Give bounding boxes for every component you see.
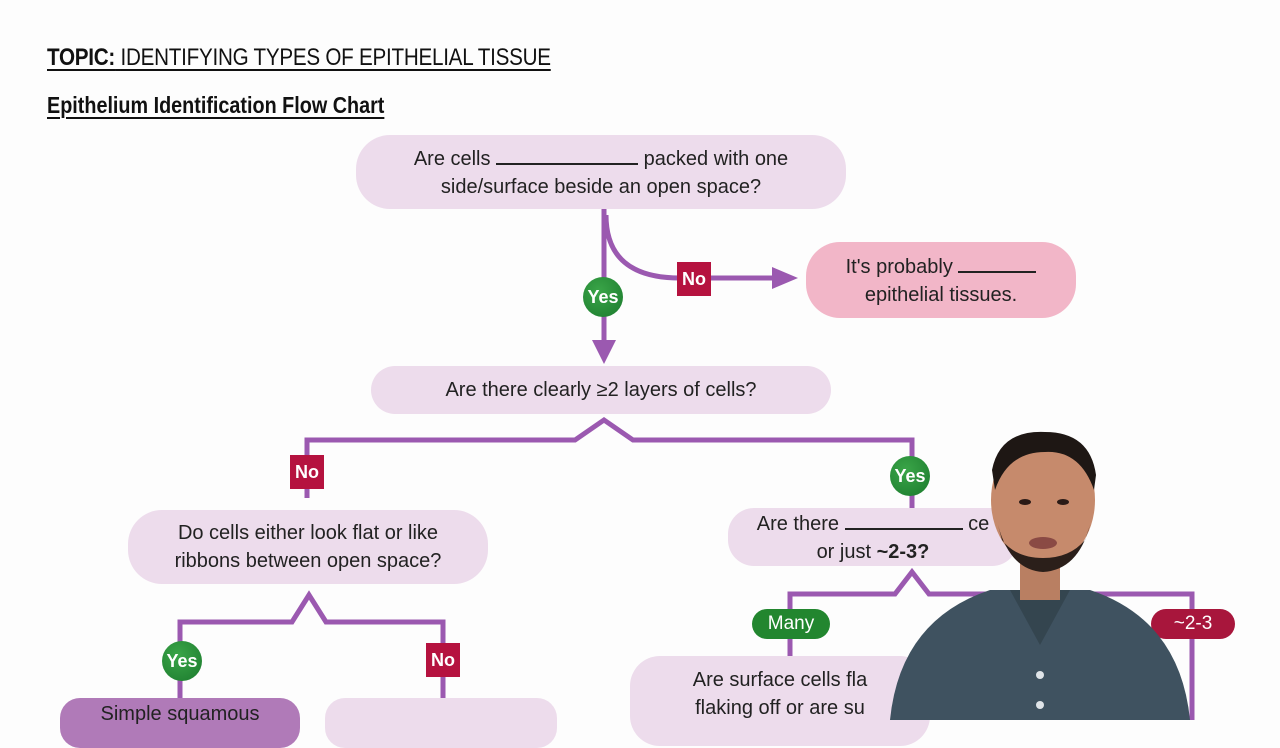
flowchart-connectors	[177, 208, 1195, 720]
question-cells-packed: Are cells packed with one side/surface b…	[356, 135, 846, 209]
yes-badge: Yes	[890, 456, 930, 496]
no-badge: No	[677, 262, 711, 296]
q5-text-line2: flaking off or are su	[695, 697, 865, 719]
fill-in-blank	[496, 143, 639, 165]
no-badge: No	[426, 643, 460, 677]
q4-text-d: ~2-3?	[876, 541, 930, 563]
q1-text-a: Are cells	[413, 148, 491, 170]
q3-text-line2: ribbons between open space?	[174, 550, 442, 572]
topic-heading: TOPIC: IDENTIFYING TYPES OF EPITHELIAL T…	[47, 44, 551, 72]
result-blank-box	[325, 698, 557, 748]
q1-text-line2: side/surface beside an open space?	[440, 176, 762, 198]
topic-text: IDENTIFYING TYPES OF EPITHELIAL TISSUE	[120, 44, 551, 71]
q4-text-a: Are there	[756, 513, 839, 535]
flowchart-title: Epithelium Identification Flow Chart	[47, 92, 385, 118]
q4-text-c: or just	[816, 541, 872, 563]
many-badge: Many	[752, 609, 830, 639]
no-badge: No	[290, 455, 324, 489]
fill-in-blank	[958, 251, 1037, 273]
result-simple-squamous: Simple squamous	[60, 698, 300, 748]
few-badge: ~2-3	[1151, 609, 1235, 639]
result-not-epithelial: It's probably epithelial tissues.	[806, 242, 1076, 318]
q4-text-b: ce	[968, 513, 990, 535]
presenter-video	[890, 431, 1190, 720]
yes-badge: Yes	[583, 277, 623, 317]
q1-text-b: packed with one	[643, 148, 789, 170]
result-text-a: It's probably	[845, 256, 953, 278]
topic-label: TOPIC:	[47, 44, 116, 71]
question-cell-count: Are there ce or just ~2-3?	[728, 508, 1018, 566]
fill-in-blank	[844, 508, 963, 530]
yes-badge: Yes	[162, 641, 202, 681]
question-flat-cells: Do cells either look flat or like ribbon…	[128, 510, 488, 584]
result-text-line2: epithelial tissues.	[864, 284, 1018, 306]
q3-text-line1: Do cells either look flat or like	[177, 522, 439, 544]
question-layers: Are there clearly ≥2 layers of cells?	[371, 366, 831, 414]
q5-text-line1: Are surface cells fla	[692, 669, 868, 691]
